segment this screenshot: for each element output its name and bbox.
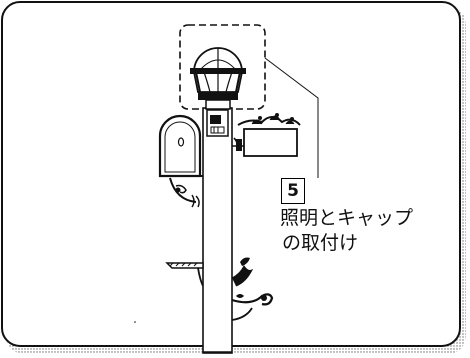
lamp-globe-icon <box>190 47 246 110</box>
caption-line-2: の取付け <box>282 232 359 254</box>
mailbox-icon <box>158 114 203 208</box>
lamp-highlight-box <box>179 24 266 110</box>
step-number-badge: 5 <box>281 178 305 204</box>
control-box-icon <box>206 109 229 137</box>
speck-mark <box>134 321 136 323</box>
caption-line-1: 照明とキャップ <box>280 207 414 229</box>
post <box>202 107 233 354</box>
leader-line <box>264 57 319 178</box>
planter-bracket-icon <box>165 257 274 321</box>
address-sign-icon <box>232 113 301 157</box>
